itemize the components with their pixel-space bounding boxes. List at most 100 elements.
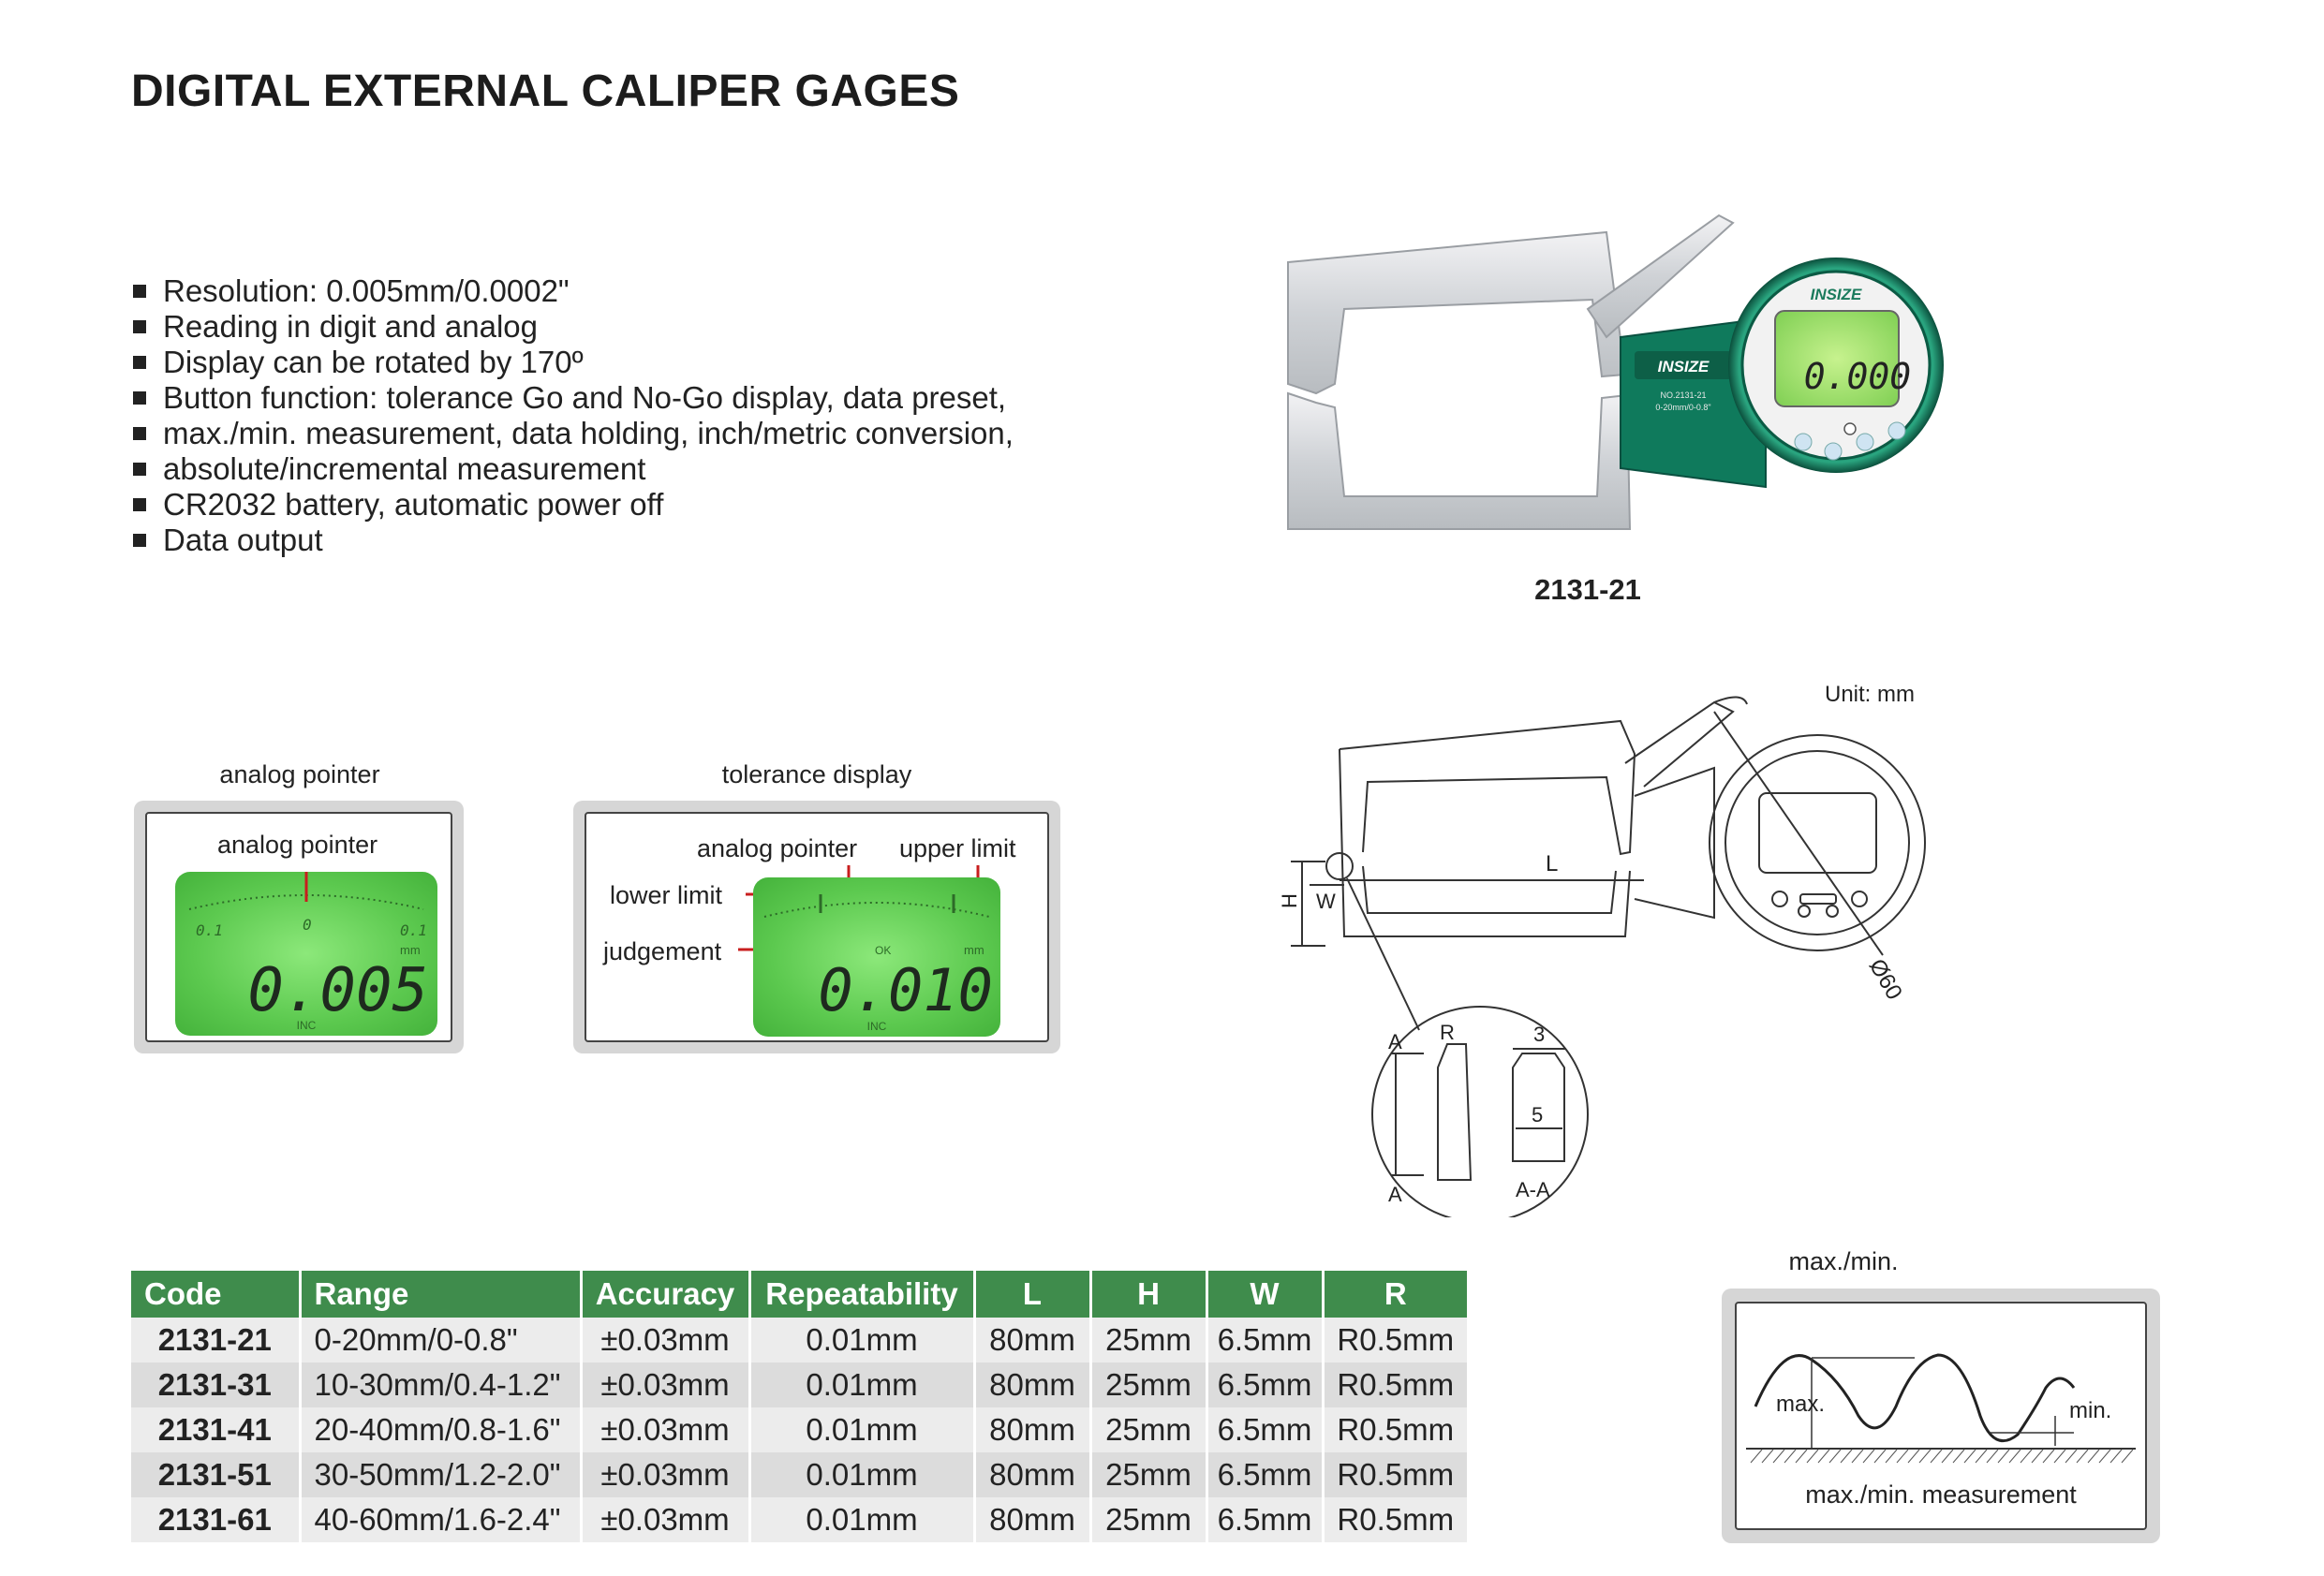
cell-W: 6.5mm <box>1206 1362 1325 1407</box>
dial-logo: INSIZE <box>1811 286 1862 303</box>
feature-item-continued: absolute/incremental measurement <box>131 451 1068 487</box>
col-R: R <box>1323 1271 1467 1318</box>
lcd1-screen: 0.1 0 0.1 mm 0.005 INC <box>175 872 437 1036</box>
feature-item-continued: max./min. measurement, data holding, inc… <box>131 416 1068 451</box>
cell-L: 80mm <box>974 1407 1092 1452</box>
cell-repeatability: 0.01mm <box>749 1362 976 1407</box>
cell-accuracy: ±0.03mm <box>581 1497 751 1542</box>
cell-W: 6.5mm <box>1206 1452 1325 1497</box>
cell-code: 2131-31 <box>131 1362 302 1407</box>
dial-button[interactable] <box>1824 442 1843 461</box>
maxmin-panel: max. min. max./min. measurement <box>1722 1289 2160 1543</box>
cell-H: 25mm <box>1090 1452 1208 1497</box>
caliper-frame-icon <box>1287 230 1627 395</box>
range-text: 0-20mm/0-0.8" <box>1655 403 1710 412</box>
cell-L: 80mm <box>974 1362 1092 1407</box>
dial-button[interactable] <box>1887 421 1906 440</box>
section-A-bottom: A <box>1388 1183 1402 1206</box>
ok-indicator: OK <box>875 944 891 957</box>
scale-right-label: 0.1 <box>400 921 427 939</box>
feature-item: CR2032 battery, automatic power off <box>131 487 1068 523</box>
col-range: Range <box>300 1271 583 1318</box>
lcd2-lower-label: lower limit <box>610 881 723 909</box>
cell-code: 2131-51 <box>131 1452 302 1497</box>
wave-diagram: max. min. <box>1746 1353 2136 1464</box>
cell-W: 6.5mm <box>1206 1497 1325 1542</box>
feature-item: Button function: tolerance Go and No-Go … <box>131 380 1068 416</box>
product-photo: INSIZE NO.2131-21 0-20mm/0-0.8" INSIZE 0… <box>1287 214 1944 530</box>
cell-H: 25mm <box>1090 1497 1208 1542</box>
table-row: 2131-61 40-60mm/1.6-2.4" ±0.03mm 0.01mm … <box>131 1497 1467 1542</box>
model-text: NO.2131-21 <box>1660 390 1706 400</box>
scale-left-label: 0.1 <box>196 921 223 939</box>
dial-button[interactable] <box>1794 433 1813 451</box>
cell-L: 80mm <box>974 1497 1092 1542</box>
min-label: min. <box>2069 1398 2111 1423</box>
lcd1-reading: 0.005 <box>247 956 428 1025</box>
dim-R: R <box>1440 1021 1455 1044</box>
cell-range: 10-30mm/0.4-1.2" <box>300 1362 583 1407</box>
cell-code: 2131-41 <box>131 1407 302 1452</box>
dial-lcd <box>1774 310 1900 407</box>
lcd2-panel: analog pointer upper limit lower limit j… <box>573 801 1060 1053</box>
table-row: 2131-21 0-20mm/0-0.8" ±0.03mm 0.01mm 80m… <box>131 1318 1467 1362</box>
dim-W: W <box>1316 890 1336 913</box>
table-row: 2131-31 10-30mm/0.4-1.2" ±0.03mm 0.01mm … <box>131 1362 1467 1407</box>
maxmin-bottom-label: max./min. measurement <box>1805 1480 2077 1509</box>
cell-repeatability: 0.01mm <box>749 1452 976 1497</box>
cell-H: 25mm <box>1090 1407 1208 1452</box>
cell-range: 0-20mm/0-0.8" <box>300 1318 583 1362</box>
mode-label: INC <box>297 1019 317 1032</box>
lcd1-pointer-label: analog pointer <box>217 831 378 859</box>
unit-label: Unit: mm <box>1825 682 1915 707</box>
cell-R: R0.5mm <box>1323 1407 1467 1452</box>
product-code: 2131-21 <box>1534 573 1641 606</box>
dim-5: 5 <box>1532 1103 1543 1127</box>
dim-H: H <box>1278 893 1301 908</box>
feature-list: Resolution: 0.005mm/0.0002" Reading in d… <box>131 273 1068 558</box>
dial-button[interactable] <box>1856 433 1874 451</box>
technical-drawing: L H W Ø60 A A R 3 5 A-A <box>1278 696 1926 1217</box>
cell-range: 40-60mm/1.6-2.4" <box>300 1497 583 1542</box>
cell-R: R0.5mm <box>1323 1362 1467 1407</box>
feature-item: Resolution: 0.005mm/0.0002" <box>131 273 1068 309</box>
cell-range: 30-50mm/1.2-2.0" <box>300 1452 583 1497</box>
dim-diameter: Ø60 <box>1864 955 1907 1005</box>
cell-range: 20-40mm/0.8-1.6" <box>300 1407 583 1452</box>
cell-repeatability: 0.01mm <box>749 1407 976 1452</box>
cell-H: 25mm <box>1090 1318 1208 1362</box>
cell-accuracy: ±0.03mm <box>581 1362 751 1407</box>
cell-L: 80mm <box>974 1318 1092 1362</box>
cell-accuracy: ±0.03mm <box>581 1318 751 1362</box>
cell-R: R0.5mm <box>1323 1452 1467 1497</box>
unit-label: mm <box>964 943 984 957</box>
mode-label: INC <box>867 1020 887 1033</box>
col-repeatability: Repeatability <box>749 1271 976 1318</box>
table-row: 2131-51 30-50mm/1.2-2.0" ±0.03mm 0.01mm … <box>131 1452 1467 1497</box>
lcd2-analog-label: analog pointer <box>697 834 858 862</box>
cell-repeatability: 0.01mm <box>749 1497 976 1542</box>
cell-R: R0.5mm <box>1323 1497 1467 1542</box>
max-label: max. <box>1776 1392 1825 1417</box>
cell-repeatability: 0.01mm <box>749 1318 976 1362</box>
table-row: 2131-41 20-40mm/0.8-1.6" ±0.03mm 0.01mm … <box>131 1407 1467 1452</box>
cell-W: 6.5mm <box>1206 1318 1325 1362</box>
cell-W: 6.5mm <box>1206 1407 1325 1452</box>
cell-code: 2131-61 <box>131 1497 302 1542</box>
cell-H: 25mm <box>1090 1362 1208 1407</box>
col-code: Code <box>131 1271 302 1318</box>
dim-3: 3 <box>1533 1023 1545 1046</box>
cell-L: 80mm <box>974 1452 1092 1497</box>
section-A-top: A <box>1388 1030 1402 1053</box>
lcd2-upper-label: upper limit <box>899 834 1016 862</box>
page-title: DIGITAL EXTERNAL CALIPER GAGES <box>131 66 960 116</box>
unit-label: mm <box>400 943 421 957</box>
scale-mid-label: 0 <box>303 916 312 934</box>
maxmin-caption: max./min. <box>1788 1247 1899 1275</box>
feature-item: Display can be rotated by 170º <box>131 345 1068 380</box>
lcd2-screen: OK mm 0.010 INC <box>753 877 1000 1037</box>
col-accuracy: Accuracy <box>581 1271 751 1318</box>
cell-accuracy: ±0.03mm <box>581 1452 751 1497</box>
lcd2-judgement-label: judgement <box>603 937 722 965</box>
spec-table: Code Range Accuracy Repeatability L H W … <box>131 1271 1467 1542</box>
